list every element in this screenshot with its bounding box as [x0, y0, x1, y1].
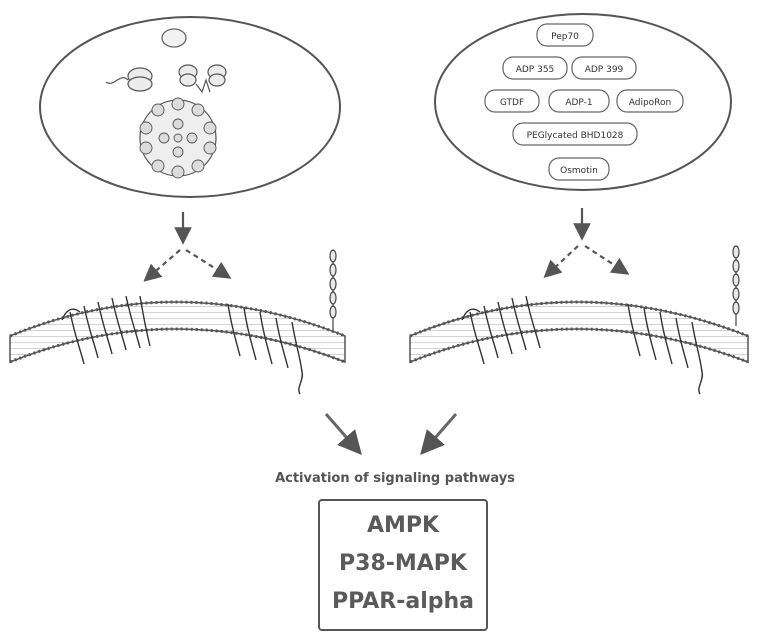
- agonist-label: Osmotin: [560, 166, 598, 176]
- agonist-chip-peglycated-bhd1028: PEGlycated BHD1028: [512, 122, 638, 146]
- agonist-chip-adiporon: AdipoRon: [616, 89, 684, 113]
- monomer-icon: [161, 28, 187, 48]
- adipor2-receptor-icon: [627, 303, 704, 395]
- trimer-icon: [105, 67, 153, 92]
- left-cell-membrane: [9, 249, 346, 395]
- adipor1-receptor-icon: [61, 295, 151, 365]
- t-cadherin-icon: [329, 249, 337, 330]
- agonist-chip-adp1: ADP-1: [548, 89, 610, 113]
- agonist-label: ADP-1: [565, 98, 592, 108]
- left-binding-arrows: [143, 212, 232, 282]
- adipor2-receptor-icon: [227, 303, 304, 395]
- adipor1-receptor-icon: [461, 295, 541, 365]
- adiponectin-forms-circle: [39, 16, 341, 198]
- pathway-box: AMPK P38-MAPK PPAR-alpha: [318, 499, 488, 631]
- agonist-label: GTDF: [500, 98, 524, 108]
- agonist-chip-pep70: Pep70: [536, 23, 594, 47]
- agonist-chip-gtdf: GTDF: [484, 89, 540, 113]
- agonist-label: Pep70: [551, 32, 579, 42]
- agonist-label: ADP 355: [516, 65, 555, 75]
- agonist-chip-adp355: ADP 355: [502, 56, 568, 80]
- agonist-label: PEGlycated BHD1028: [527, 131, 624, 141]
- converging-arrows: [324, 413, 458, 456]
- agonist-chip-adp399: ADP 399: [571, 56, 637, 80]
- hmw-multimer-icon: [139, 97, 217, 179]
- pathway-ppar-alpha: PPAR-alpha: [332, 589, 474, 614]
- pathway-ampk: AMPK: [367, 513, 440, 538]
- right-cell-membrane: [409, 245, 749, 395]
- agonists-circle: Pep70 ADP 355 ADP 399 GTDF ADP-1 AdipoRo…: [434, 13, 732, 191]
- agonist-label: AdipoRon: [629, 98, 672, 108]
- signaling-title: Activation of signaling pathways: [275, 471, 515, 486]
- right-binding-arrows: [543, 208, 630, 278]
- pathway-p38-mapk: P38-MAPK: [339, 551, 468, 576]
- t-cadherin-icon: [732, 245, 740, 326]
- hexamer-icon: [178, 64, 227, 94]
- agonist-label: ADP 399: [585, 65, 624, 75]
- agonist-chip-osmotin: Osmotin: [548, 157, 610, 181]
